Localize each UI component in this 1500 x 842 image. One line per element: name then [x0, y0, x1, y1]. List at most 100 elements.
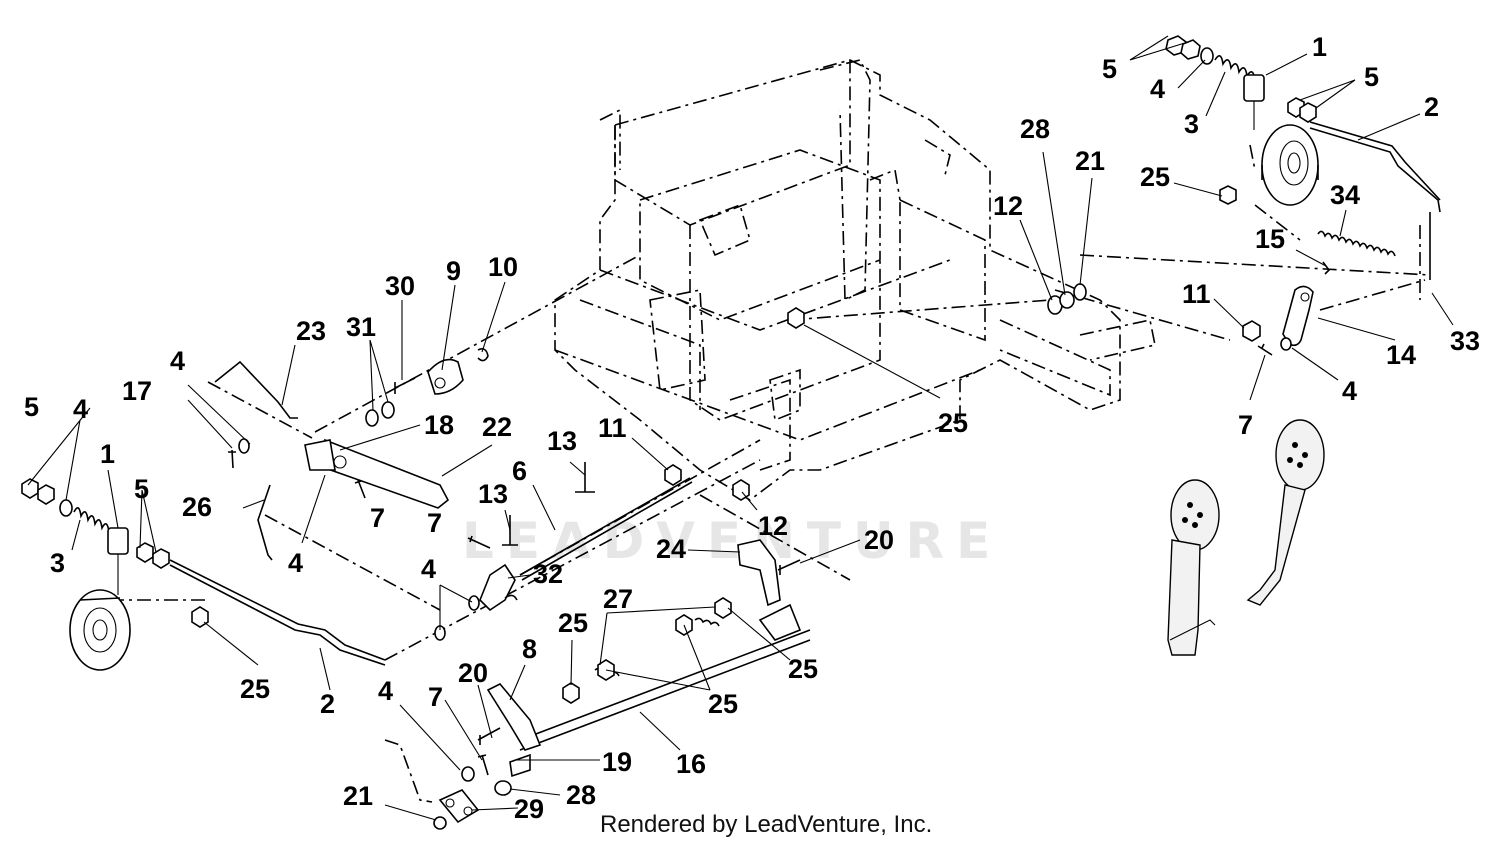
label-18: 18: [424, 410, 454, 440]
label-7: 7: [1238, 410, 1253, 440]
washer-4-e: [461, 766, 475, 782]
bracket-32: [479, 563, 516, 612]
label-20: 20: [864, 525, 894, 555]
washer-31-b: [381, 401, 395, 419]
label-4: 4: [1150, 74, 1165, 104]
label-10: 10: [488, 252, 518, 282]
label-4: 4: [73, 394, 88, 424]
nut-11-right: [1242, 320, 1261, 342]
label-28: 28: [1020, 114, 1050, 144]
label-21: 21: [1075, 146, 1105, 176]
label-14: 14: [1386, 340, 1416, 370]
bolt-20-left: [477, 727, 501, 745]
brake-drum: [1261, 124, 1319, 206]
label-2: 2: [320, 689, 335, 719]
label-4: 4: [1342, 376, 1357, 406]
washer-31-a: [365, 409, 379, 427]
pin-19: [509, 753, 531, 778]
label-17: 17: [122, 376, 152, 406]
link-29: [438, 789, 480, 824]
shaft-16: [519, 629, 811, 751]
bracket-24: [737, 539, 781, 607]
bracket-8: [486, 683, 542, 751]
bolt-20-right: [777, 559, 801, 575]
arm-18: [324, 438, 450, 509]
nut-25-left: [191, 606, 209, 628]
washer-4-right: [1280, 337, 1292, 351]
nut-25-d: [562, 682, 580, 704]
nut-5-b: [1180, 39, 1201, 60]
nut-5-d: [1299, 102, 1317, 123]
leader-lines: [27, 35, 1454, 821]
spring-3-left: [73, 507, 110, 533]
brake-rod-2-left: [169, 564, 386, 666]
washer-4: [1200, 47, 1214, 65]
label-23: 23: [296, 316, 326, 346]
label-30: 30: [385, 271, 415, 301]
right-linkage-assembly: [787, 35, 1441, 356]
rod-23: [214, 360, 298, 419]
label-9: 9: [446, 256, 461, 286]
label-5: 5: [1102, 54, 1117, 84]
bracket-9: [427, 358, 464, 395]
pedal-right: [1275, 419, 1325, 491]
label-1: 1: [100, 439, 115, 469]
brake-rod-2: [1309, 127, 1441, 213]
label-12: 12: [758, 511, 788, 541]
label-22: 22: [482, 412, 512, 442]
label-6: 6: [512, 456, 527, 486]
watermark-text: LEADVENTURE: [462, 512, 1002, 570]
label-25: 25: [240, 674, 270, 704]
washer-28: [1059, 291, 1075, 309]
label-8: 8: [522, 634, 537, 664]
pedal-assembly: [1167, 419, 1325, 656]
label-32: 32: [533, 559, 563, 589]
label-31: 31: [346, 312, 376, 342]
nut-5-left-d: [152, 548, 170, 569]
label-33: 33: [1450, 326, 1480, 356]
nut-11-left: [664, 464, 682, 486]
label-19: 19: [602, 747, 632, 777]
nut-25-frame: [787, 307, 805, 329]
label-3: 3: [1184, 109, 1199, 139]
label-7: 7: [428, 682, 443, 712]
label-29: 29: [514, 794, 544, 824]
label-27: 27: [603, 584, 633, 614]
label-25: 25: [708, 689, 738, 719]
left-linkage-assembly: [21, 348, 811, 830]
label-7: 7: [370, 503, 385, 533]
nut-25-b: [714, 597, 732, 619]
label-3: 3: [50, 548, 65, 578]
label-26: 26: [182, 492, 212, 522]
spring-34: [1317, 230, 1396, 257]
clip-10: [477, 348, 489, 362]
label-13: 13: [478, 479, 508, 509]
part-labels: 5 4 1 5 3 2 28 21 25 34 12 15 11 33 14 4…: [24, 32, 1480, 824]
tractor-frame: [554, 59, 1156, 501]
label-25: 25: [788, 654, 818, 684]
washer-28-low: [494, 780, 512, 796]
spring-27-b: [694, 617, 720, 627]
label-13: 13: [547, 426, 577, 456]
rod-26: [257, 484, 273, 561]
label-1: 1: [1312, 32, 1327, 62]
nut-5-left-c: [136, 542, 154, 563]
nut-5-left-b: [37, 484, 55, 505]
label-24: 24: [656, 534, 686, 564]
trunnion-1-left: [107, 527, 129, 555]
label-4: 4: [378, 676, 393, 706]
label-5: 5: [1364, 62, 1379, 92]
label-16: 16: [676, 749, 706, 779]
label-20: 20: [458, 658, 488, 688]
trunnion-1: [1243, 74, 1265, 102]
label-7: 7: [427, 508, 442, 538]
label-12: 12: [993, 191, 1023, 221]
label-15: 15: [1255, 224, 1285, 254]
label-21: 21: [343, 781, 373, 811]
label-25: 25: [558, 608, 588, 638]
label-28: 28: [566, 780, 596, 810]
label-25: 25: [938, 408, 968, 438]
label-4: 4: [421, 554, 436, 584]
washer-4-left: [59, 499, 73, 517]
